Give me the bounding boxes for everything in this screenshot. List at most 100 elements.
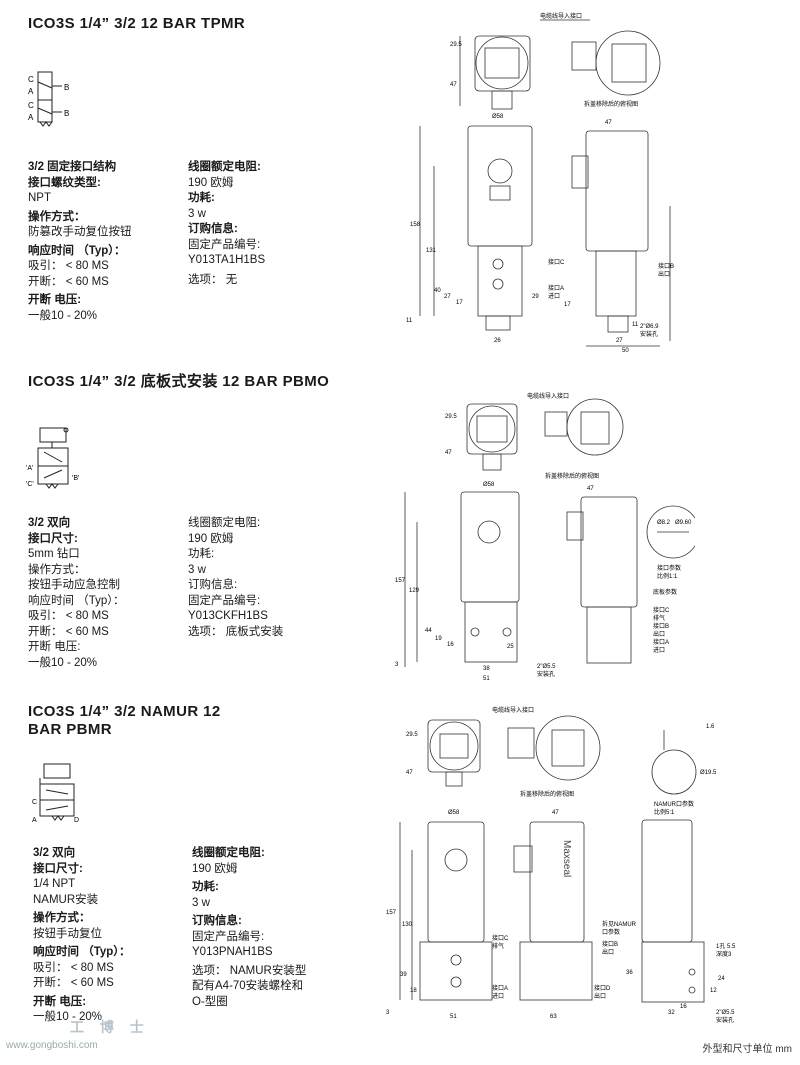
drawing-label: 26 — [494, 338, 501, 344]
spec-line: 防篡改手动复位按钮 — [28, 226, 132, 238]
drawing-label: 拆盖移除后的俯视图 — [584, 100, 638, 108]
drawing-label: 24 — [718, 976, 725, 982]
drawing-label: 25 — [507, 644, 514, 650]
drawing-label: 19 — [435, 636, 442, 642]
drawing-label: 50 — [622, 348, 629, 354]
section-1-specs-left: 3/2 固定接口结构 接口螺纹类型: NPT 操作方式： 防篡改手动复位按钮 响… — [28, 160, 188, 324]
drawing-label: 2"Ø6.9 — [640, 324, 659, 330]
spec-line: Y013TA1H1BS — [188, 254, 266, 266]
drawing-label: 接口D — [594, 984, 611, 992]
valve-symbol-3: C A D — [32, 763, 79, 824]
watermark-logo: 工 博 士 — [70, 1019, 150, 1035]
drawing-label: 36 — [626, 970, 633, 976]
drawing-label: 进口 — [653, 646, 665, 654]
drawing-label: 51 — [450, 1014, 457, 1020]
spec-line: 配有A4-70安装螺栓和 — [192, 980, 304, 992]
drawing-label: 安装孔 — [716, 1016, 734, 1024]
spec-line: 开断 电压: — [28, 641, 81, 653]
spec-line: NAMUR安装 — [33, 893, 99, 906]
footer-units-note: 外型和尺寸单位 mm — [702, 1044, 792, 1055]
drawing-label: 1孔 5.5 — [716, 942, 736, 950]
drawing-label: Ø58 — [483, 482, 495, 488]
drawing-label: 接口A — [492, 984, 508, 992]
drawing-label: 接口C — [492, 934, 509, 942]
spec-line: 开断： < 60 MS — [28, 275, 109, 288]
sym2-label: 'C' — [26, 481, 34, 488]
drawing-label: 2"Ø5.5 — [716, 1010, 735, 1016]
spec-line: 3 w — [192, 896, 210, 909]
section-3-specs-right: 线圈额定电阻: 190 欧姆 功耗: 3 w 订购信息: 固定产品编号: Y01… — [192, 846, 352, 1010]
drawing-label: 11 — [406, 318, 413, 324]
spec-line: 功耗: — [192, 881, 219, 893]
drawing-label: 17 — [456, 300, 463, 306]
drawing-label: 129 — [409, 588, 420, 594]
drawing-label: 47 — [406, 770, 413, 776]
drawing-label: 口参数 — [602, 928, 620, 936]
spec-line: 一般10 - 20% — [28, 656, 98, 669]
technical-drawing-1: 电缆线导入接口 拆盖移除后的俯视图 Ø58 47 29.5 47 158 131… — [406, 12, 674, 354]
drawing-label: Ø58 — [492, 114, 504, 120]
spec-line: 固定产品编号: — [188, 594, 261, 607]
drawing-label: 47 — [552, 810, 559, 816]
spec-line: O-型圈 — [192, 995, 228, 1008]
spec-line: 吸引： < 80 MS — [33, 961, 114, 974]
spec-line: 按钮手动复位 — [33, 927, 102, 940]
drawing-label: 电缆线导入接口 — [540, 12, 582, 20]
spec-line: 接口尺寸: — [28, 532, 78, 545]
spec-line: 线圈额定电阻: — [188, 517, 261, 529]
spec-line: 190 欧姆 — [192, 862, 238, 875]
technical-drawing-2: 电缆线导入接口 拆盖移除后的俯视图 Ø58 47 29.5 47 157 129… — [395, 392, 695, 682]
spec-line: 开断： < 60 MS — [33, 977, 114, 989]
drawing-label: 电缆线导入接口 — [492, 706, 534, 714]
section-3-specs-left: 3/2 双向 接口尺寸: 1/4 NPT NAMUR安装 操作方式： 按钮手动复… — [33, 846, 193, 1026]
drawing-label: Ø8.2 — [657, 520, 671, 526]
drawing-label: 进口 — [548, 292, 560, 300]
drawing-label: 12 — [710, 988, 717, 994]
sym3-label: A — [32, 817, 37, 824]
spec-line: 选项： 底板式安装 — [188, 625, 284, 638]
drawing-label: 18 — [410, 988, 417, 994]
spec-line: 线圈额定电阻: — [188, 161, 261, 173]
spec-line: 订购信息: — [192, 915, 242, 927]
spec-line: 开断： < 60 MS — [28, 625, 109, 638]
spec-line: 1/4 NPT — [33, 878, 76, 890]
drawing-label: Ø58 — [448, 810, 460, 816]
drawing-label: 32 — [668, 1010, 675, 1016]
drawing-label: 深度3 — [716, 950, 732, 958]
drawing-label: 接口B — [653, 622, 669, 630]
drawing-label: Ø19.5 — [700, 770, 717, 776]
drawing-label: 比例1:1 — [657, 572, 678, 580]
section-2-specs-left: 3/2 双向 接口尺寸: 5mm 钻口 操作方式： 按钮手动应急控制 响应时间 … — [28, 516, 188, 671]
spec-line: 固定产品编号: — [188, 238, 261, 251]
drawing-label: 29.5 — [406, 732, 418, 738]
drawing-label: 131 — [426, 248, 437, 254]
drawing-label: 130 — [402, 922, 413, 928]
spec-line: 功耗: — [188, 548, 215, 560]
spec-line: Y013CKFH1BS — [188, 610, 268, 622]
drawing-label: 157 — [386, 910, 397, 916]
drawing-label: 17 — [564, 302, 571, 308]
spec-line: 固定产品编号: — [192, 930, 265, 943]
spec-line: 一般10 - 20% — [33, 1011, 103, 1023]
spec-line: 一般10 - 20% — [28, 309, 98, 322]
drawing-label: 51 — [483, 676, 490, 682]
drawing-label: 电缆线导入接口 — [527, 392, 569, 400]
drawing-label: 接口B — [602, 940, 618, 948]
spec-line: 选项： 无 — [188, 273, 238, 286]
drawing-label: 29 — [532, 294, 539, 300]
drawing-label: 27 — [616, 338, 623, 344]
sym3-label: D — [74, 817, 79, 824]
drawing-label: 63 — [550, 1014, 557, 1020]
drawing-label: 出口 — [602, 948, 614, 956]
drawing-label: 11 — [632, 322, 639, 328]
drawing-label: 接口A — [653, 638, 669, 646]
sym1-label: B — [64, 109, 69, 118]
spec-line: NPT — [28, 192, 51, 204]
drawing-label: 接口参数 — [657, 564, 681, 572]
technical-drawing-3: Maxseal 电缆线导入接口 拆盖移除后的俯视图 Ø58 47 29.5 47… — [386, 706, 736, 1024]
spec-line: 线圈额定电阻: — [192, 847, 265, 859]
drawing-label: 拆见NAMUR — [602, 920, 637, 928]
spec-line: 5mm 钻口 — [28, 548, 80, 560]
section-2-specs-right: 线圈额定电阻: 190 欧姆 功耗: 3 w 订购信息: 固定产品编号: Y01… — [188, 516, 338, 640]
drawing-label: 进口 — [492, 992, 504, 1000]
